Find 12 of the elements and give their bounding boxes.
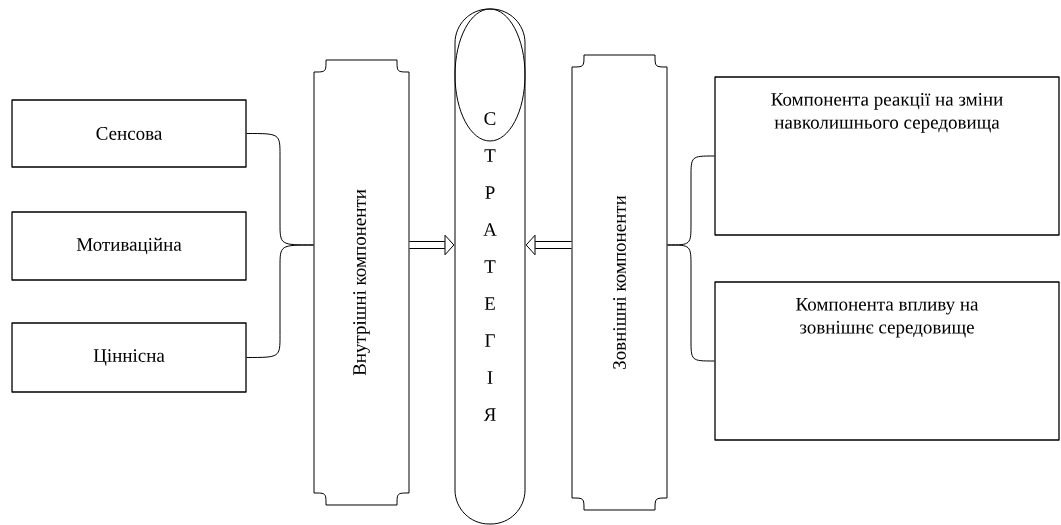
text-box: Компонента впливу на зовнішнє середовище	[714, 281, 1060, 441]
strategy-column: СТРАТЕГІЯ	[454, 8, 526, 525]
text-box: Сенсова	[11, 99, 247, 168]
component-plaque: Внутрішні компоненти	[313, 59, 410, 506]
bracket-line	[667, 244, 715, 362]
text-box: Мотиваційна	[11, 211, 247, 281]
double-arrow	[409, 234, 455, 256]
component-plaque: Зовнішні компоненти	[571, 54, 668, 511]
double-arrow	[525, 234, 572, 256]
text-box: Ціннісна	[11, 322, 247, 393]
text-box: Компонента реакції на зміни навколишнього середовища	[714, 76, 1060, 236]
bracket-line	[246, 244, 314, 358]
